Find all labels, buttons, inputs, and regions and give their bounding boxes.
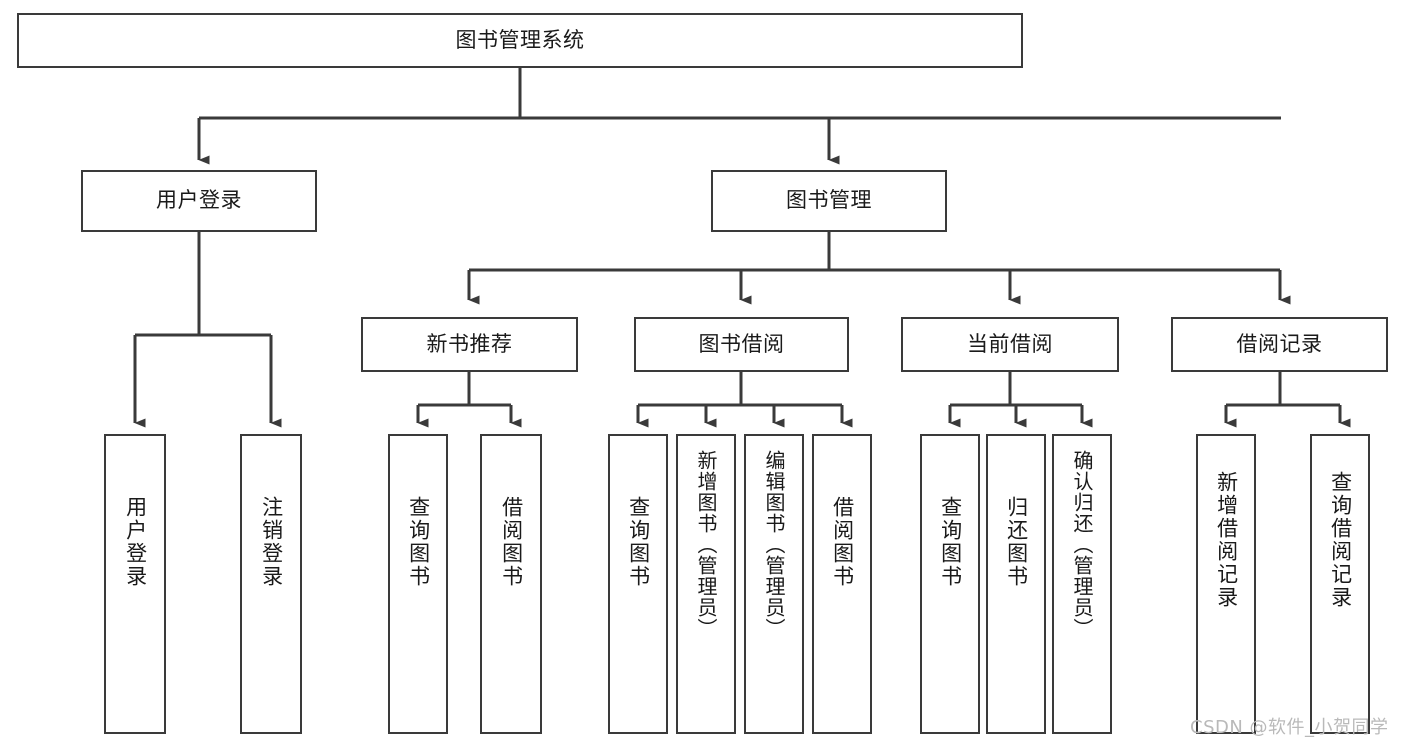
leaf-logout-login-label: 注销登录 xyxy=(259,496,284,588)
leaf-borrow-book-2-label: 借阅图书 xyxy=(830,496,855,588)
leaf-logout-login[interactable]: 注销登录 xyxy=(240,434,302,734)
leaf-edit-book[interactable]: 编辑图书（管理员） xyxy=(744,434,804,734)
node-user-login[interactable]: 用户登录 xyxy=(81,170,317,232)
leaf-query-book-3[interactable]: 查询图书 xyxy=(920,434,980,734)
leaf-query-book-2-label: 查询图书 xyxy=(626,496,651,588)
node-book-management-label: 图书管理 xyxy=(786,188,872,213)
node-root-label: 图书管理系统 xyxy=(455,27,585,52)
leaf-query-record-label: 查询借阅记录 xyxy=(1328,471,1353,609)
leaf-query-book-1[interactable]: 查询图书 xyxy=(388,434,448,734)
leaf-borrow-book-1-label: 借阅图书 xyxy=(499,496,524,588)
leaf-add-book[interactable]: 新增图书（管理员） xyxy=(676,434,736,734)
node-user-login-label: 用户登录 xyxy=(156,188,242,213)
leaf-query-record[interactable]: 查询借阅记录 xyxy=(1310,434,1370,734)
leaf-confirm-return[interactable]: 确认归还（管理员） xyxy=(1052,434,1112,734)
leaf-borrow-book-2[interactable]: 借阅图书 xyxy=(812,434,872,734)
node-root[interactable]: 图书管理系统 xyxy=(17,13,1023,68)
leaf-edit-book-label: 编辑图书（管理员） xyxy=(762,450,786,639)
node-borrow-record[interactable]: 借阅记录 xyxy=(1171,317,1388,372)
leaf-user-login[interactable]: 用户登录 xyxy=(104,434,166,734)
leaf-query-book-2[interactable]: 查询图书 xyxy=(608,434,668,734)
leaf-return-book[interactable]: 归还图书 xyxy=(986,434,1046,734)
node-borrow-record-label: 借阅记录 xyxy=(1236,331,1323,356)
node-new-book-recommend-label: 新书推荐 xyxy=(426,331,513,356)
leaf-confirm-return-label: 确认归还（管理员） xyxy=(1070,450,1094,639)
leaf-return-book-label: 归还图书 xyxy=(1004,496,1029,588)
node-book-borrow-label: 图书借阅 xyxy=(698,331,785,356)
leaf-add-record[interactable]: 新增借阅记录 xyxy=(1196,434,1256,734)
leaf-user-login-label: 用户登录 xyxy=(123,496,148,588)
leaf-query-book-1-label: 查询图书 xyxy=(406,496,431,588)
node-current-borrow-label: 当前借阅 xyxy=(967,331,1053,356)
leaf-add-book-label: 新增图书（管理员） xyxy=(694,450,718,639)
leaf-add-record-label: 新增借阅记录 xyxy=(1214,471,1239,609)
node-current-borrow[interactable]: 当前借阅 xyxy=(901,317,1119,372)
node-book-borrow[interactable]: 图书借阅 xyxy=(634,317,849,372)
leaf-borrow-book-1[interactable]: 借阅图书 xyxy=(480,434,542,734)
node-new-book-recommend[interactable]: 新书推荐 xyxy=(361,317,578,372)
node-book-management[interactable]: 图书管理 xyxy=(711,170,947,232)
leaf-query-book-3-label: 查询图书 xyxy=(938,496,963,588)
